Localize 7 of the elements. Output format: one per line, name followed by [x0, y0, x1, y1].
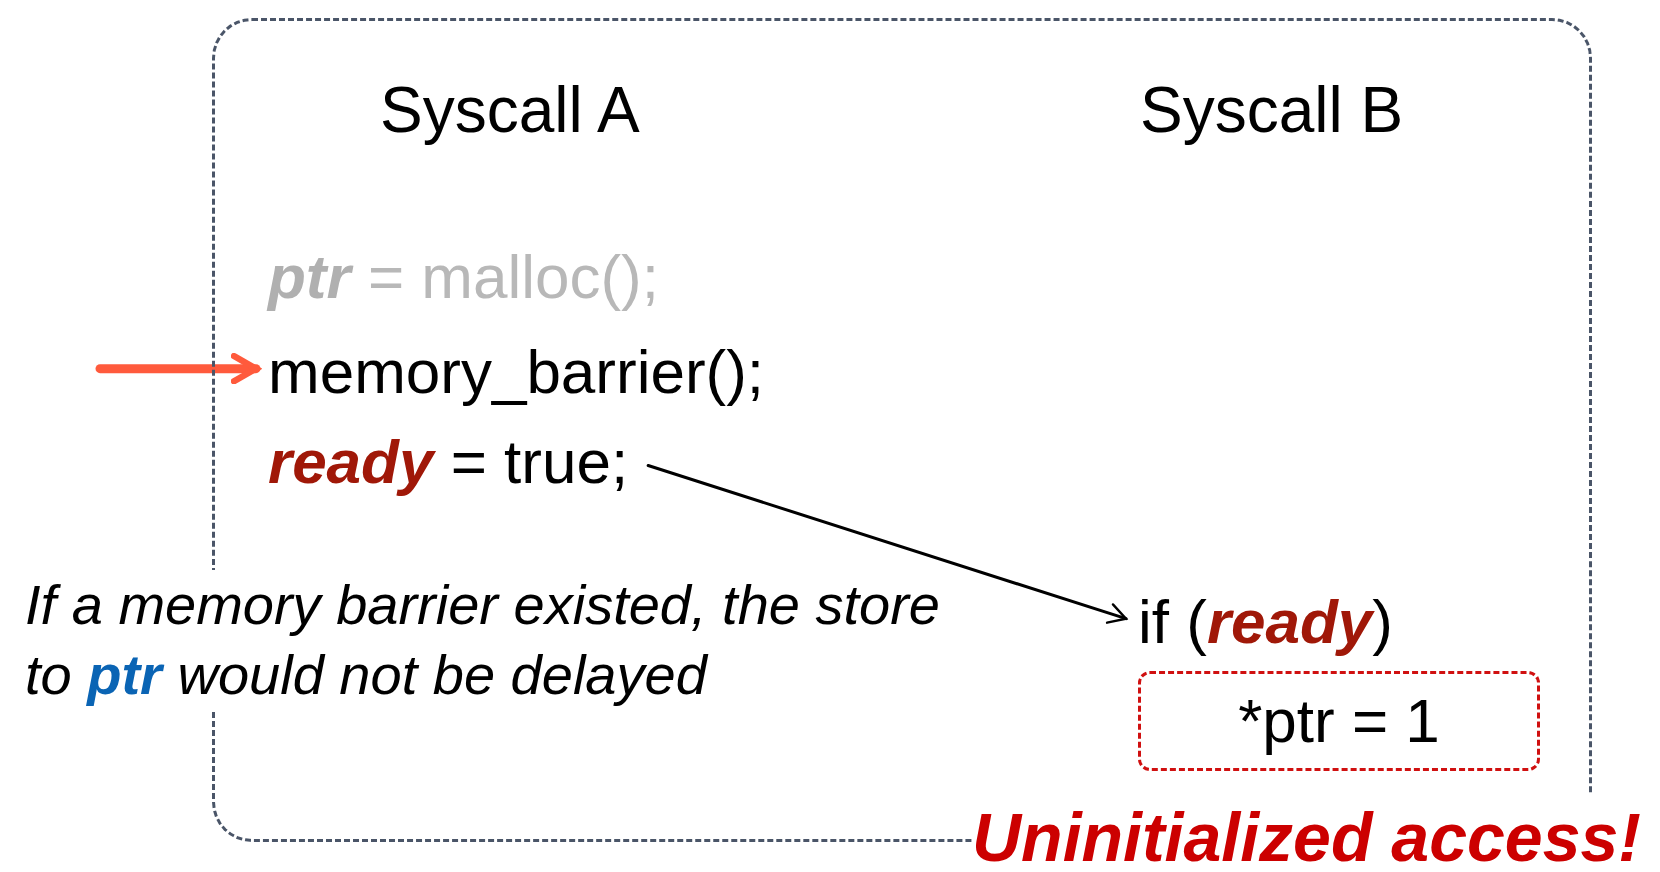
code-line: memory_barrier();	[268, 338, 765, 407]
highlight-box: *ptr = 1	[1138, 671, 1540, 771]
arrow	[646, 464, 1128, 624]
code-line: if (ready)	[1138, 588, 1393, 657]
code-line: ptr = malloc();	[268, 243, 659, 312]
arrow	[95, 352, 261, 385]
code-line: ready = true;	[268, 428, 629, 497]
